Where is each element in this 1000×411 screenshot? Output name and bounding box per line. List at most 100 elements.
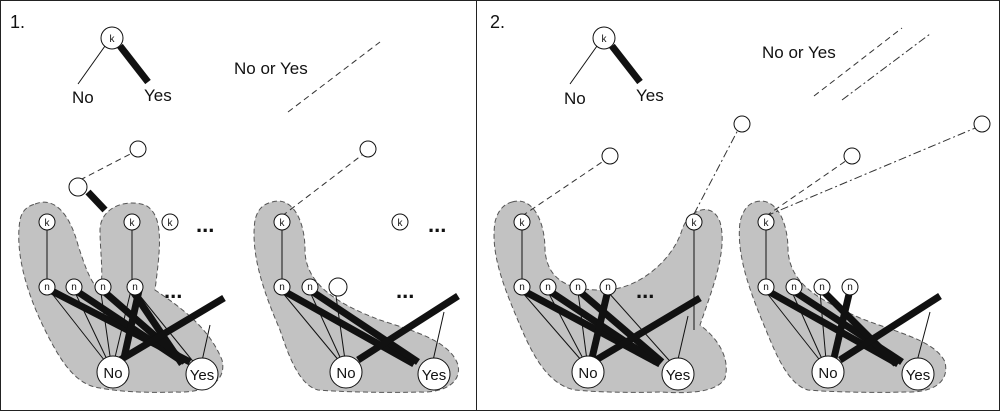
n-node-label: n bbox=[575, 282, 581, 293]
legend-no-label: No bbox=[72, 88, 94, 107]
no-node-label: No bbox=[578, 365, 597, 382]
parent-node bbox=[359, 140, 377, 158]
no-node bbox=[571, 355, 605, 389]
parent-node bbox=[129, 140, 147, 158]
k-node bbox=[123, 213, 141, 231]
parent-node bbox=[973, 115, 991, 133]
legend-no-edge bbox=[77, 45, 106, 85]
edge bbox=[765, 291, 827, 369]
thick-edge bbox=[819, 287, 899, 367]
right-group-region bbox=[738, 200, 947, 393]
edge bbox=[131, 285, 201, 371]
k-node-label: k bbox=[520, 218, 526, 229]
edge bbox=[819, 291, 827, 361]
thick-edge bbox=[280, 286, 416, 368]
no-node-label: No bbox=[336, 365, 355, 382]
n-node bbox=[813, 278, 831, 296]
n-node bbox=[301, 278, 319, 296]
n-node bbox=[513, 278, 531, 296]
yes-node bbox=[417, 357, 451, 391]
k-node-label: k bbox=[280, 218, 286, 229]
n-node-label: n bbox=[605, 282, 611, 293]
n-node-empty bbox=[328, 277, 348, 297]
legend-dashdot-edge bbox=[841, 33, 931, 101]
k-node bbox=[513, 213, 531, 231]
panel-number: 1. bbox=[10, 12, 25, 32]
k-node bbox=[273, 213, 291, 231]
n-node bbox=[126, 278, 144, 296]
n-node bbox=[94, 278, 112, 296]
yes-node-label: Yes bbox=[190, 367, 214, 384]
dashed-edge bbox=[79, 149, 139, 181]
no-node-label: No bbox=[103, 365, 122, 382]
parent-node bbox=[733, 115, 751, 133]
no-node bbox=[329, 355, 363, 389]
legend-root-node bbox=[100, 26, 124, 50]
ellipsis: ... bbox=[196, 212, 214, 237]
left-group-nodes: k k n n n n ... No Yes bbox=[513, 115, 751, 391]
left-group-region bbox=[493, 200, 727, 394]
panel-1: 1. k No Yes No or Yes bbox=[10, 12, 460, 393]
edge bbox=[309, 291, 346, 369]
n-node bbox=[569, 278, 587, 296]
right-group-nodes: k n n No Yes k ... ... bbox=[273, 140, 451, 391]
edge bbox=[281, 291, 346, 369]
n-node bbox=[599, 278, 617, 296]
yes-node bbox=[661, 357, 695, 391]
thick-edge bbox=[120, 285, 144, 359]
n-node-label: n bbox=[44, 282, 50, 293]
k-node-label: k bbox=[764, 218, 770, 229]
n-node bbox=[757, 278, 775, 296]
edge bbox=[431, 311, 445, 366]
n-node-label: n bbox=[545, 282, 551, 293]
thick-edge bbox=[588, 289, 612, 359]
thick-edge bbox=[830, 289, 854, 359]
thick-edge bbox=[575, 287, 665, 365]
free-k-node bbox=[161, 213, 179, 231]
yes-node-label: Yes bbox=[906, 367, 930, 384]
free-k-node-label: k bbox=[168, 218, 174, 229]
free-k-node bbox=[391, 213, 409, 231]
legend-root-node bbox=[592, 26, 616, 50]
edge bbox=[45, 285, 113, 371]
n-node bbox=[65, 278, 83, 296]
k-node bbox=[757, 213, 775, 231]
yes-node-label: Yes bbox=[666, 367, 690, 384]
edge bbox=[915, 311, 931, 366]
n-node-label: n bbox=[847, 282, 853, 293]
k-node-label: k bbox=[692, 218, 698, 229]
left-group-edges bbox=[520, 125, 741, 369]
edge bbox=[521, 291, 589, 369]
legend-yes-edge bbox=[609, 43, 643, 85]
yes-node-label: Yes bbox=[422, 367, 446, 384]
dashed-edge bbox=[521, 157, 609, 217]
no-node bbox=[811, 355, 845, 389]
n-node-label: n bbox=[100, 282, 106, 293]
thick-edge bbox=[594, 294, 702, 364]
parent-node bbox=[601, 147, 619, 165]
thick-edge bbox=[118, 294, 226, 364]
thick-edge bbox=[129, 288, 185, 366]
thick-edge bbox=[70, 285, 182, 363]
left-group-edges bbox=[44, 230, 226, 371]
parent-node bbox=[843, 147, 861, 165]
legend-ambiguous-label: No or Yes bbox=[234, 59, 308, 78]
thick-edge bbox=[308, 287, 420, 365]
thick-edge bbox=[838, 293, 942, 363]
left-group-nodes: k k n n n n No Yes k ... ... bbox=[38, 140, 219, 391]
n-node bbox=[273, 278, 291, 296]
ellipsis: ... bbox=[396, 278, 414, 303]
n-node-label: n bbox=[307, 282, 313, 293]
thick-edge bbox=[85, 189, 108, 213]
right-group-region bbox=[253, 200, 459, 393]
k-node bbox=[685, 213, 703, 231]
edge bbox=[71, 285, 113, 371]
k-node bbox=[38, 213, 56, 231]
n-node bbox=[539, 278, 557, 296]
n-node-label: n bbox=[132, 282, 138, 293]
free-k-node-label: k bbox=[398, 218, 404, 229]
n-node bbox=[38, 278, 56, 296]
panel-2: 2. k No Yes No or Yes bbox=[490, 12, 991, 394]
